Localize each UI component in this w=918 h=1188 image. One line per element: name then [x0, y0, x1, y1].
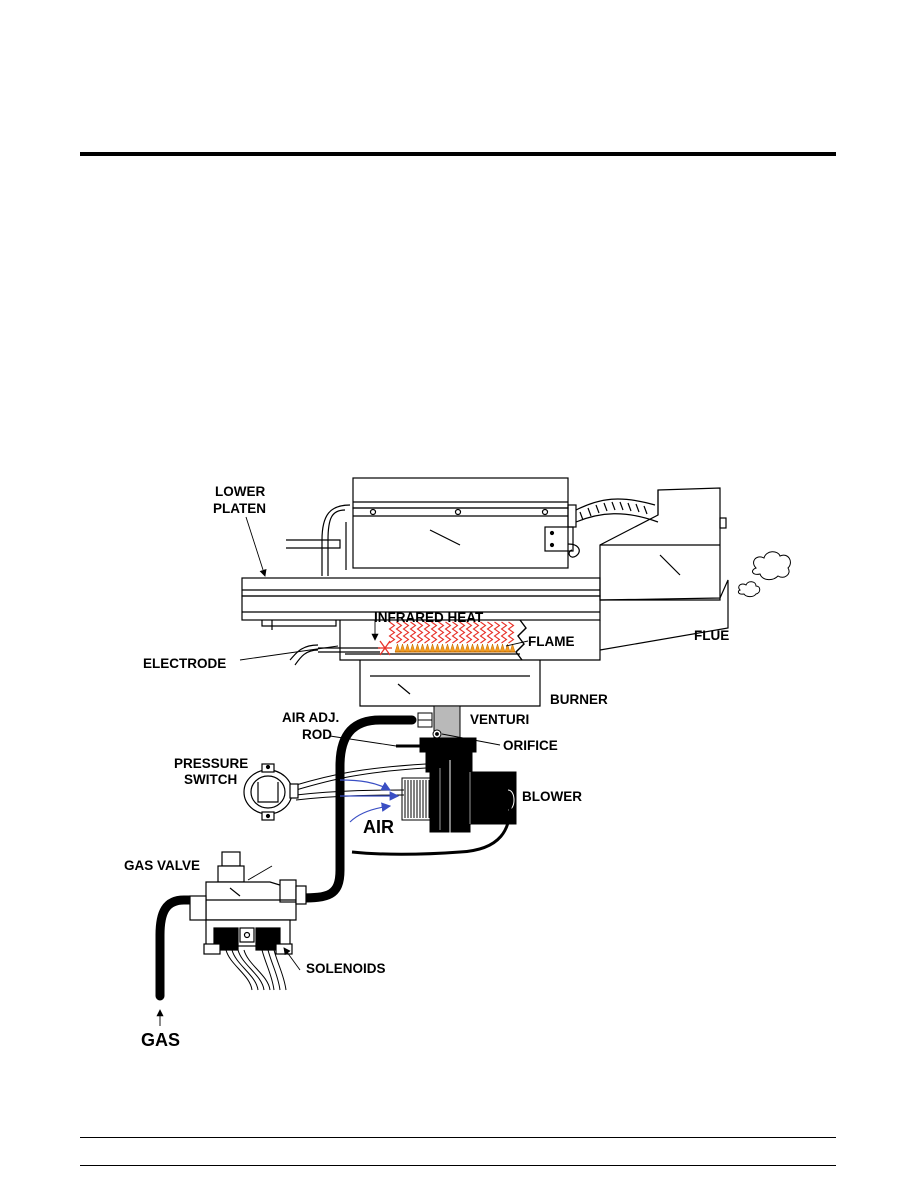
gas-pipe [155, 715, 417, 1001]
smoke-cloud-icon [737, 551, 791, 598]
lower-platen [241, 577, 601, 630]
label-solenoids: SOLENOIDS [306, 961, 386, 976]
label-blower: BLOWER [522, 789, 582, 804]
label-gas: GAS [141, 1030, 180, 1050]
spark-icon [378, 640, 392, 656]
flue-housing [599, 487, 729, 651]
label-platen: PLATEN [213, 501, 266, 516]
blower-cord [351, 799, 512, 856]
label-venturi: VENTURI [470, 712, 529, 727]
infrared-heat-waves [388, 621, 515, 644]
pressure-switch [243, 763, 299, 821]
footer-rule-top [80, 1137, 836, 1138]
label-air-adj: AIR ADJ. [282, 710, 339, 725]
label-rod: ROD [302, 727, 332, 742]
label-gas-valve: GAS VALVE [124, 858, 200, 873]
labels: LOWER PLATEN INFRARED HEAT FLAME ELECTRO… [124, 484, 729, 1050]
label-pressure: PRESSURE [174, 756, 248, 771]
flex-duct [575, 498, 659, 523]
solenoid-wires [225, 949, 287, 991]
label-switch: SWITCH [184, 772, 237, 787]
header-rule [80, 152, 836, 156]
upper-housing [286, 477, 580, 576]
gas-valve [189, 851, 307, 955]
blower [401, 737, 517, 836]
label-lower: LOWER [215, 484, 265, 499]
label-flame: FLAME [528, 634, 575, 649]
electrode [289, 644, 380, 666]
label-burner: BURNER [550, 692, 608, 707]
label-orifice: ORIFICE [503, 738, 558, 753]
label-infrared-heat: INFRARED HEAT [374, 610, 484, 625]
footer-rule-bottom [80, 1165, 836, 1166]
label-flue: FLUE [694, 628, 729, 643]
orifice [417, 712, 442, 739]
label-electrode: ELECTRODE [143, 656, 226, 671]
label-air: AIR [363, 817, 394, 837]
flame [394, 643, 516, 653]
pressure-tubing [295, 763, 427, 801]
air-arrows [339, 779, 400, 823]
leader-lines [156, 516, 529, 1026]
